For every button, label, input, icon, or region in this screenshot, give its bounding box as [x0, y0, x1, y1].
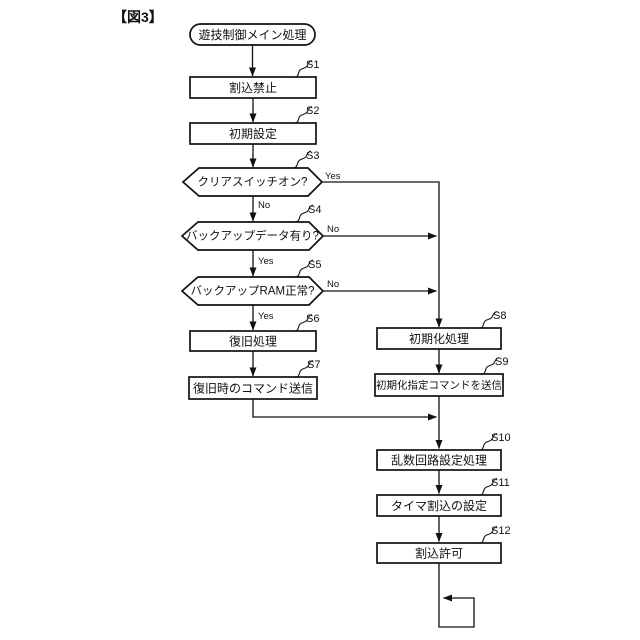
step-s6-label: S6	[306, 313, 319, 325]
step-s2-text: 初期設定	[229, 126, 277, 141]
step-s7-box	[188, 376, 318, 400]
step-s1: 割込禁止 S1	[189, 59, 319, 99]
label-s4-no: No	[327, 224, 339, 235]
step-s8-box	[376, 327, 502, 350]
step-s12-box	[376, 542, 502, 564]
step-s6-box	[189, 330, 317, 352]
step-s10-text: 乱数回路設定処理	[391, 453, 487, 468]
step-s9-label: S9	[495, 356, 508, 368]
step-s9-text: 初期化指定コマンドを送信	[376, 379, 502, 392]
label-s4-yes: Yes	[258, 256, 274, 267]
step-s9-box	[374, 373, 504, 397]
label-s5-no: No	[327, 279, 339, 290]
step-s11-label: S11	[491, 477, 510, 489]
step-s2-label: S2	[306, 105, 319, 117]
label-s3-no: No	[258, 200, 270, 211]
label-s5-yes: Yes	[258, 311, 274, 322]
figure-label: 【図3】	[113, 9, 163, 25]
decision-s4-label: S4	[308, 204, 321, 216]
endless-loop-arrow	[438, 563, 475, 628]
decision-s4-hexagon	[180, 221, 325, 251]
decision-s3-text: クリアスイッチオン?	[198, 176, 308, 189]
step-s8-label: S8	[493, 310, 506, 322]
step-s7-text: 復旧時のコマンド送信	[193, 381, 313, 396]
step-s6-text: 復旧処理	[229, 334, 277, 349]
step-s10: 乱数回路設定処理 S10	[376, 432, 511, 471]
step-s2: 初期設定 S2	[189, 105, 319, 145]
start-node-text: 遊技制御メイン処理	[198, 27, 306, 42]
step-s2-box	[189, 122, 317, 145]
decision-s3: クリアスイッチオン? S3 Yes No	[181, 150, 341, 211]
step-s11-text: タイマ割込の設定	[391, 498, 487, 513]
step-s11-box	[376, 494, 502, 517]
step-s12: 割込許可 S12	[376, 525, 511, 564]
start-node-pill	[189, 23, 316, 46]
label-s3-yes: Yes	[325, 171, 341, 182]
step-s7-label: S7	[307, 359, 320, 371]
decision-s5-hexagon	[180, 276, 325, 306]
path-s7-merge	[252, 399, 437, 421]
step-s8: 初期化処理 S8	[376, 310, 506, 350]
step-s10-label: S10	[491, 432, 511, 444]
step-s9: 初期化指定コマンドを送信 S9	[374, 356, 508, 397]
step-s1-label: S1	[306, 59, 319, 71]
step-s11: タイマ割込の設定 S11	[376, 477, 510, 517]
decision-s5-label: S5	[308, 259, 321, 271]
decision-s5: バックアップRAM正常? S5 No Yes	[180, 259, 339, 322]
step-s12-label: S12	[491, 525, 511, 537]
decision-s3-hexagon	[181, 167, 324, 197]
decision-s5-text: バックアップRAM正常?	[191, 285, 315, 298]
decision-s4: バックアップデータ有り? S4 No Yes	[180, 204, 339, 267]
step-s7: 復旧時のコマンド送信 S7	[188, 359, 320, 400]
step-s1-text: 割込禁止	[229, 80, 277, 95]
decision-s4-text: バックアップデータ有り?	[186, 229, 319, 243]
step-s10-box	[376, 449, 502, 471]
step-s12-text: 割込許可	[415, 546, 463, 561]
step-s8-text: 初期化処理	[409, 332, 469, 346]
decision-s3-label: S3	[306, 150, 319, 162]
branch-s3-yes-to-s8	[322, 181, 443, 328]
step-s1-box	[189, 76, 317, 99]
step-s6: 復旧処理 S6	[189, 313, 319, 352]
start-node: 遊技制御メイン処理	[189, 23, 316, 46]
